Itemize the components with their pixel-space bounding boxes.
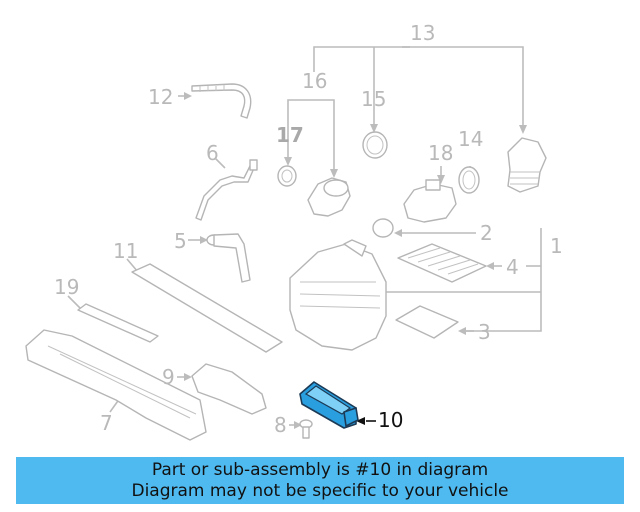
part-18-maf-sensor [403,179,457,223]
info-banner: Part or sub-assembly is #10 in diagram D… [16,457,624,504]
part-17-seal [277,165,297,187]
label-11: 11 [113,239,138,263]
label-18: 18 [428,141,453,165]
part-2-seal [372,218,394,238]
label-7: 7 [100,411,113,435]
part-7-channel [25,329,207,441]
label-12: 12 [148,85,173,109]
label-5: 5 [174,229,187,253]
banner-line-2: Diagram may not be specific to your vehi… [131,481,509,501]
part-4-filter-element [397,243,487,283]
label-15: 15 [361,87,386,111]
part-14-clamp [458,166,480,194]
label-8: 8 [274,413,287,437]
label-19: 19 [54,275,79,299]
part-8-bolt [299,419,313,439]
part-6-vent-pipe [195,159,258,221]
part-3-filter [395,305,459,339]
part-16-air-duct [307,177,351,217]
label-4: 4 [506,255,519,279]
label-13: 13 [410,21,435,45]
part-13-intake-hose [507,137,547,193]
callout-lines [67,46,542,426]
banner-line-1: Part or sub-assembly is #10 in diagram [151,460,489,480]
label-3: 3 [478,320,491,344]
part-11-strip [131,263,283,353]
part-12-breather-hose [191,83,252,119]
label-10: 10 [378,408,403,432]
part-15-clamp [362,131,388,159]
label-17: 17 [276,123,304,147]
part-19-panel [77,303,159,343]
label-14: 14 [458,127,483,151]
label-9: 9 [162,365,175,389]
label-16: 16 [302,69,327,93]
part-5-hose [206,233,251,283]
label-6: 6 [206,141,219,165]
callout-labels: 13 16 12 15 17 14 18 6 2 1 5 11 4 19 3 9… [54,21,563,437]
part-1-air-cleaner [289,239,387,351]
label-2: 2 [480,221,493,245]
label-1: 1 [550,234,563,258]
part-9-bracket [191,363,267,415]
part-10-highlighted[interactable] [299,381,359,429]
